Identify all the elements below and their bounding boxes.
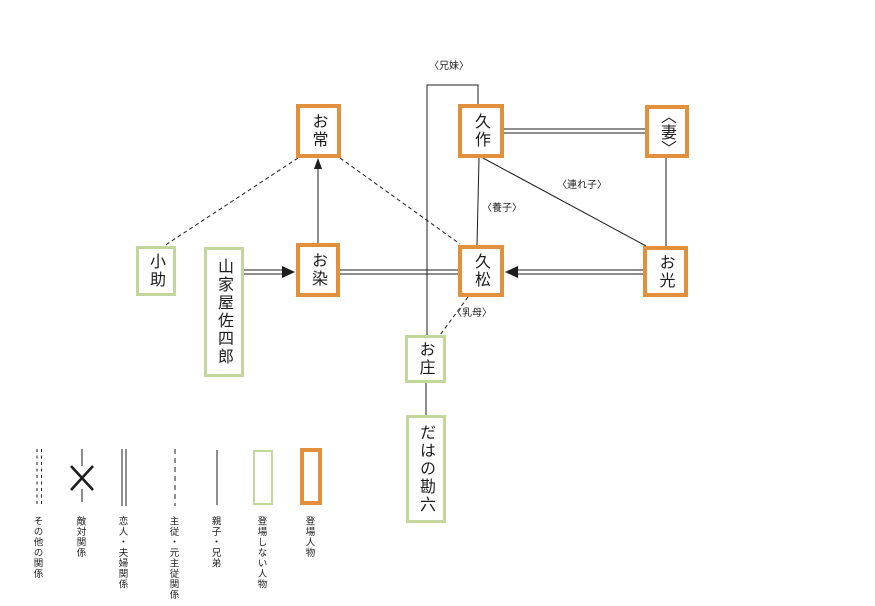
node-kosuke: 小助 <box>136 246 176 296</box>
edge-kyusaku-hisamatsu-adopted <box>476 157 480 246</box>
legend-label-master-servant: 主従・元主従関係 <box>167 516 179 600</box>
node-osome: お染 <box>296 243 340 297</box>
node-kanroku-label: だはの勘六 <box>417 424 436 514</box>
legend-hostile-x-stroke-2 <box>70 465 94 491</box>
node-kyusaku: 久作 <box>458 104 504 158</box>
node-yamagaya-sashiro-label: 山家屋佐四郎 <box>215 258 234 366</box>
node-yamagaya-sashiro: 山家屋佐四郎 <box>204 247 244 377</box>
edge-label-stepchild: 〈連れ子〉 <box>557 180 607 191</box>
node-hisamatsu-label: 久松 <box>472 253 491 289</box>
node-kyusaku-label: 久作 <box>472 113 491 149</box>
edge-hisamatsu-osho-dashed <box>439 296 469 336</box>
node-otsune: お常 <box>296 104 341 158</box>
legend-appearing-box <box>300 448 322 505</box>
edge-kyusaku-omitsu-stepchild <box>482 157 647 247</box>
arrowhead-left-hisamatsu <box>505 266 518 278</box>
edge-label-adopted-child: 〈養子〉 <box>482 203 522 214</box>
node-kanroku: だはの勘六 <box>406 415 446 523</box>
node-osho: お庄 <box>405 335 446 383</box>
node-osome-label: お染 <box>309 252 328 288</box>
node-otsune-label: お常 <box>309 113 329 149</box>
legend-label-appearing: 登場人物 <box>303 516 315 558</box>
legend-non-appearing-box <box>253 450 273 505</box>
legend-label-non-appearing: 登場しない人物 <box>255 516 267 590</box>
node-omitsu: お光 <box>643 246 688 297</box>
edge-label-siblings: 〈兄妹〉 <box>429 61 469 72</box>
edge-otsune-hisamatsu-dashed <box>339 157 461 245</box>
legend-label-hostile: 敵対関係 <box>74 516 86 558</box>
node-tsuma: 〈妻〉 <box>645 105 689 158</box>
node-hisamatsu: 久松 <box>458 245 504 297</box>
legend-label-other-relationship: その他の関係 <box>31 516 43 579</box>
arrowhead-right-osome <box>282 266 295 278</box>
legend-label-parent-child: 親子・兄弟 <box>209 516 221 569</box>
node-kosuke-label: 小助 <box>147 253 166 289</box>
edge-otsune-kosuke-dashed <box>163 157 299 247</box>
node-omitsu-label: お光 <box>656 253 676 290</box>
edge-label-wet-nurse: 〈乳母〉 <box>452 308 492 319</box>
edge-kyusaku-osho-siblings <box>426 84 479 335</box>
legend-label-couple: 恋人・夫婦関係 <box>116 516 128 590</box>
node-osho-label: お庄 <box>416 341 436 377</box>
arrowhead-up-otsune <box>314 158 322 169</box>
node-tsuma-label: 〈妻〉 <box>658 107 677 156</box>
